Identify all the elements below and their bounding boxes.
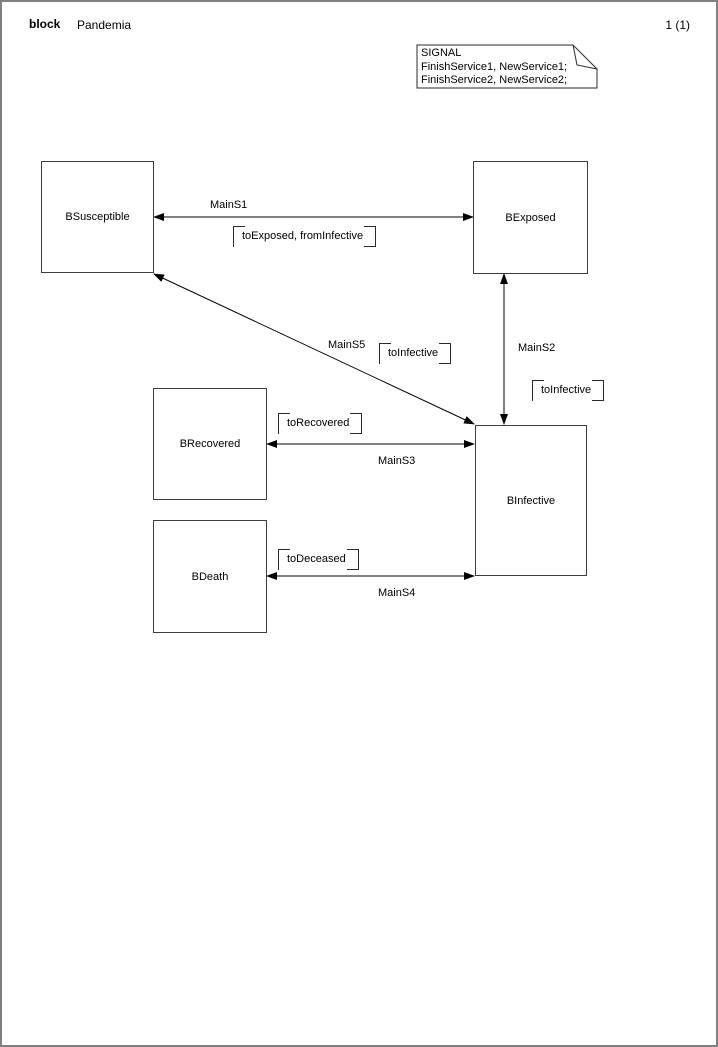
- signal-list-mains1[interactable]: toExposed, fromInfective: [233, 226, 377, 247]
- block-label: BSusceptible: [65, 211, 130, 223]
- signal-list-mains4[interactable]: toDeceased: [278, 549, 359, 570]
- channel-mains1-label[interactable]: MainS1: [210, 199, 248, 211]
- channel-mains5-line[interactable]: [153, 273, 475, 425]
- block-label: BExposed: [505, 211, 556, 224]
- signal-declaration-text[interactable]: SIGNAL FinishService1, NewService1; Fini…: [421, 47, 593, 88]
- block-label: BRecovered: [179, 438, 241, 450]
- diagram-kind-label: block: [29, 17, 61, 31]
- channel-mains5-label[interactable]: MainS5: [328, 339, 366, 351]
- block-brecovered[interactable]: BRecovered: [153, 388, 267, 500]
- block-bexposed[interactable]: BExposed: [473, 161, 588, 274]
- signal-declaration-line: FinishService2, NewService2;: [421, 74, 568, 86]
- signal-list-mains5[interactable]: toInfective: [379, 343, 452, 364]
- block-bsusceptible[interactable]: BSusceptible: [41, 161, 154, 273]
- signal-list-mains3[interactable]: toRecovered: [278, 413, 363, 434]
- signal-declaration-line: SIGNAL: [421, 47, 462, 59]
- signal-declaration-symbol[interactable]: [416, 44, 598, 89]
- block-label: BInfective: [506, 494, 556, 507]
- block-binfective[interactable]: BInfective: [475, 425, 587, 576]
- signal-list-mains2[interactable]: toInfective: [532, 380, 605, 401]
- signal-declaration-line: FinishService1, NewService1;: [421, 60, 568, 73]
- block-label: BDeath: [191, 570, 229, 583]
- diagram-title: Pandemia: [77, 18, 132, 32]
- page-number: 1 (1): [665, 18, 690, 32]
- channel-mains2-label[interactable]: MainS2: [518, 342, 556, 354]
- channel-mains3-label[interactable]: MainS3: [378, 455, 416, 467]
- block-bdeath[interactable]: BDeath: [153, 520, 267, 633]
- channel-mains4-label[interactable]: MainS4: [378, 587, 416, 599]
